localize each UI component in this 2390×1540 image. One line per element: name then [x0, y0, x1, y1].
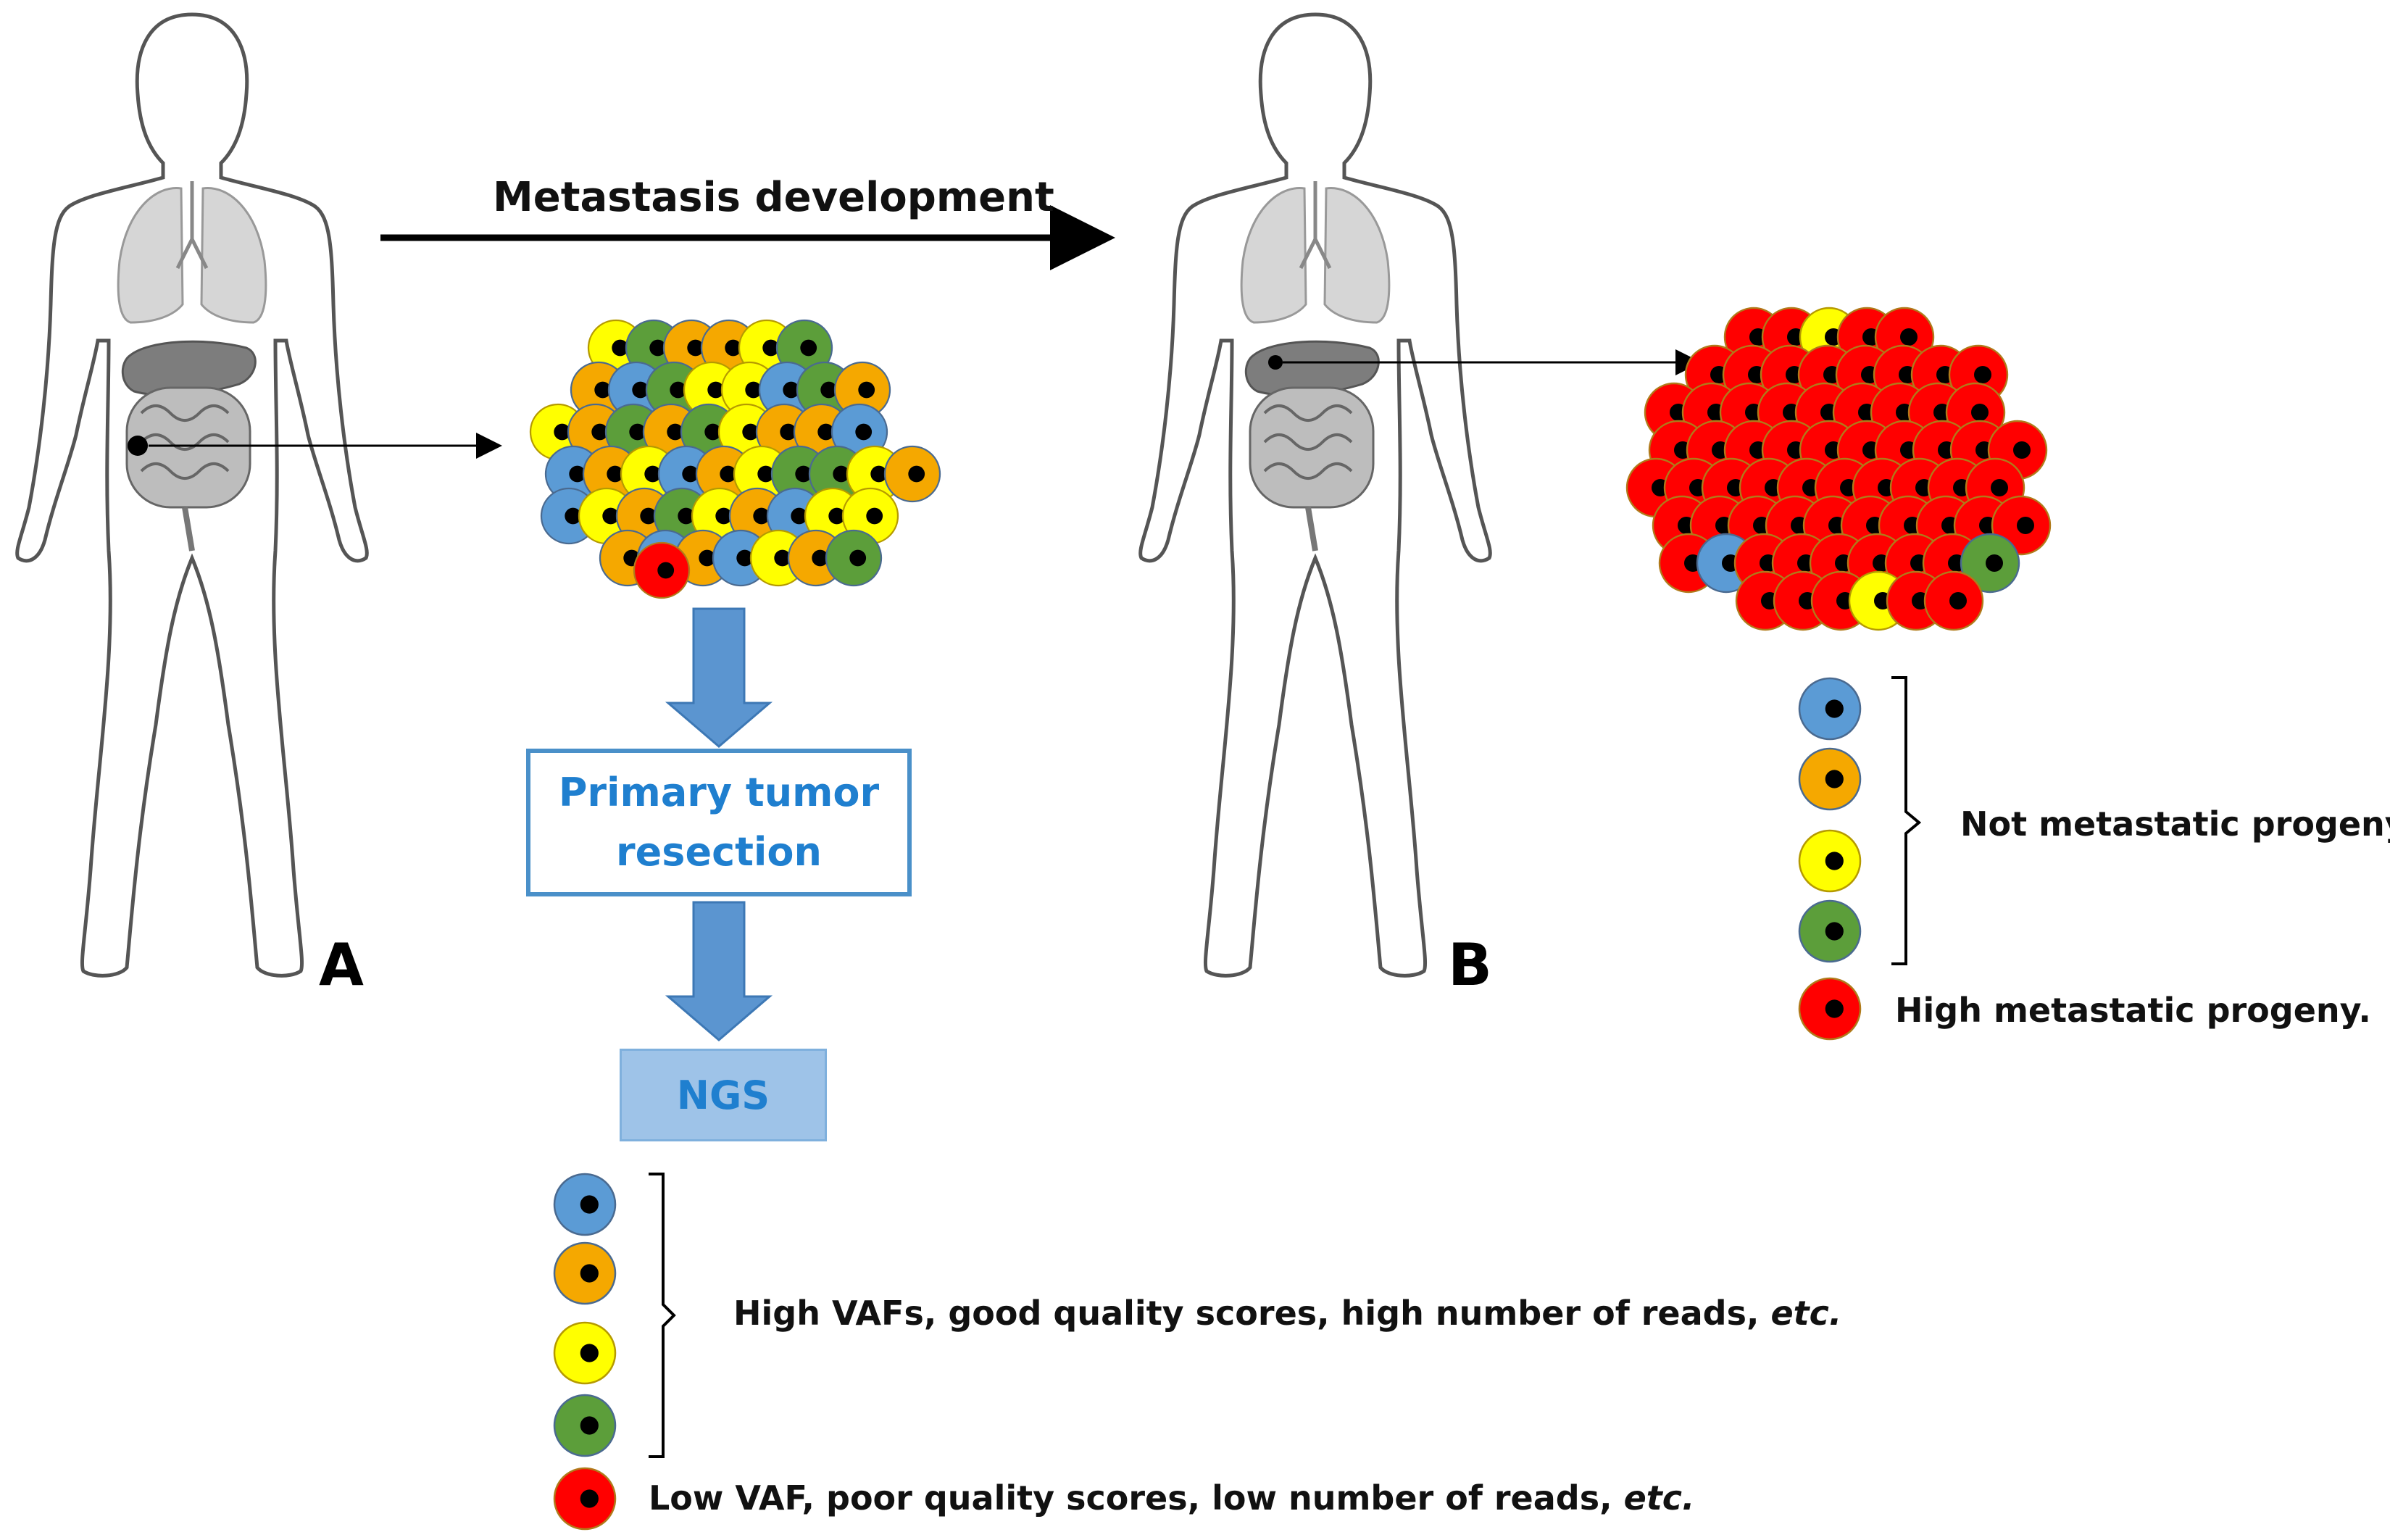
cell-icon [825, 529, 883, 587]
metastasis-dot [1268, 355, 1283, 370]
legend-cell-icon [553, 1467, 617, 1531]
blue-arrow-1 [665, 607, 773, 748]
legend-a-cells [553, 1173, 617, 1531]
legend-a-low-etc: etc. [1623, 1478, 1695, 1518]
cell-icon [1960, 533, 2020, 594]
legend-cell-icon [1798, 677, 1862, 741]
legend-b-cells [1798, 677, 1862, 1041]
legend-cell-icon [1798, 829, 1862, 893]
metastasis-cluster [1625, 307, 2052, 631]
legend-cell-icon [1798, 899, 1862, 963]
primary-tumor-dot [128, 436, 148, 456]
panel-label-b: B [1448, 931, 1492, 999]
legend-b-high-metastatic-text: High metastatic progeny. [1895, 991, 2371, 1030]
intestine-icon [125, 386, 251, 552]
legend-cell-icon [553, 1394, 617, 1457]
panel-label-a: A [319, 931, 364, 999]
primary-tumor-resection-box: Primary tumor resection [526, 749, 912, 896]
legend-b-bracket [1891, 676, 1922, 965]
legend-cell-icon [1798, 747, 1862, 811]
primary-tumor-resection-label: Primary tumor resection [558, 770, 880, 875]
human-figure-b [1138, 12, 1492, 978]
legend-a-low-text: Low VAF, poor quality scores, low number… [649, 1478, 1695, 1518]
liver-icon [121, 340, 257, 396]
cell-icon [883, 445, 941, 503]
blue-arrow-2 [665, 901, 773, 1041]
legend-cell-icon [553, 1241, 617, 1305]
ngs-label: NGS [676, 1072, 770, 1118]
lungs-icon [1240, 181, 1391, 324]
lungs-icon [117, 181, 267, 324]
cell-icon [841, 487, 899, 545]
cell-icon [1923, 570, 1984, 631]
human-figure-a [15, 12, 369, 978]
ngs-box: NGS [620, 1049, 827, 1141]
legend-a-high-etc: etc. [1770, 1294, 1842, 1333]
cell-icon [633, 541, 691, 599]
primary-tumor-cluster [529, 319, 941, 599]
metastasis-development-label: Metastasis development [493, 174, 1054, 221]
legend-cell-icon [1798, 977, 1862, 1041]
liver-icon [1244, 340, 1380, 396]
legend-b-not-metastatic-text: Not metastatic progeny. [1960, 804, 2390, 844]
intestine-icon [1249, 386, 1375, 552]
legend-a-high-text: High VAFs, good quality scores, high num… [733, 1294, 1842, 1333]
legend-a-bracket [649, 1173, 676, 1458]
legend-cell-icon [553, 1173, 617, 1236]
legend-cell-icon [553, 1321, 617, 1385]
cell-icon [833, 361, 891, 419]
